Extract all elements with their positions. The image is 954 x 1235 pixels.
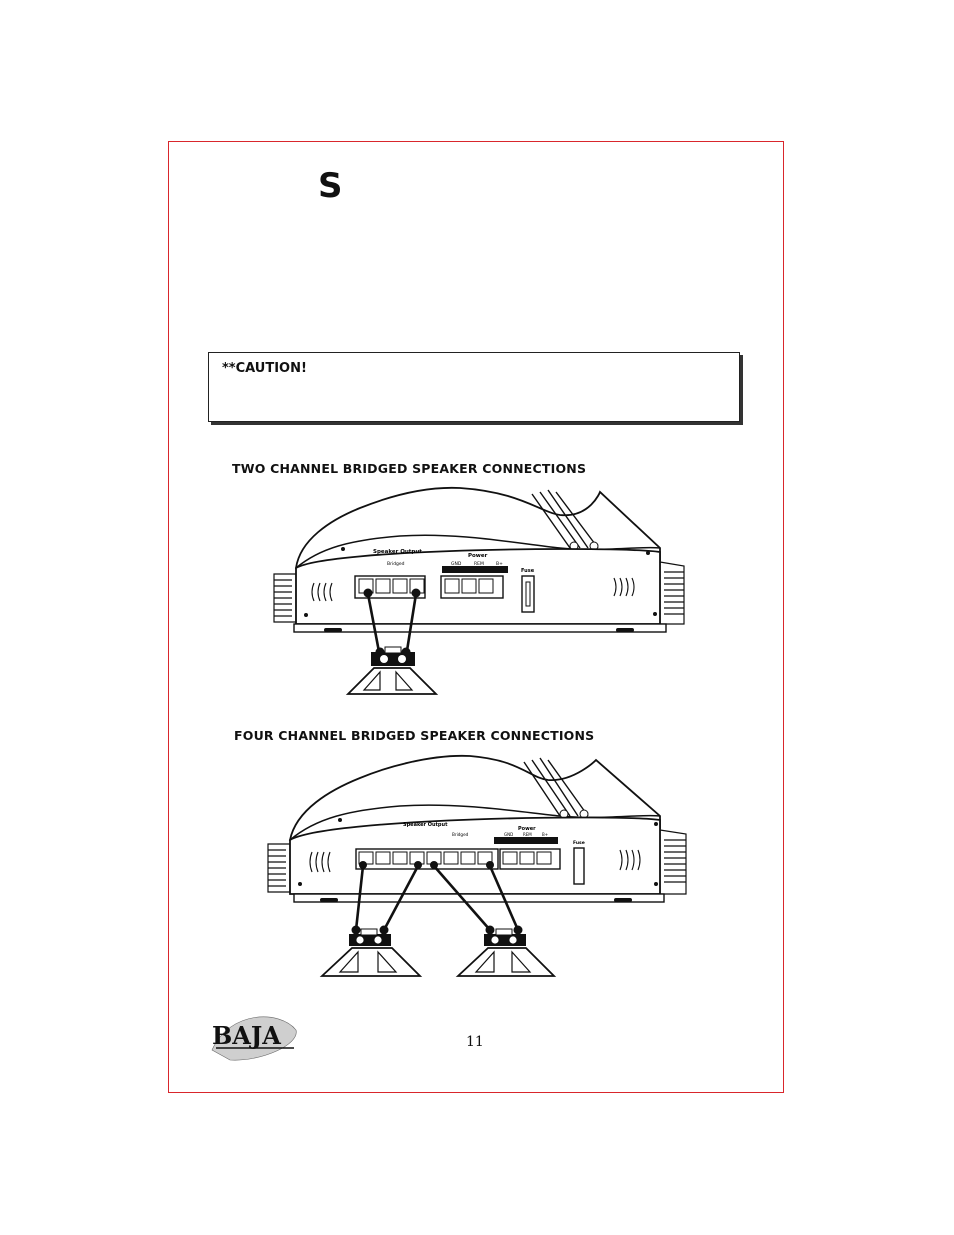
two-channel-heading: TWO CHANNEL BRIDGED SPEAKER CONNECTIONS [232, 461, 587, 476]
section-heading-letter: S [318, 166, 343, 206]
page-border [168, 141, 784, 1093]
fuse-label-2: Fuse [573, 840, 585, 846]
gnd-label: GND [451, 561, 462, 567]
bplus-label: B+ [496, 561, 503, 567]
speaker-output-label-2: Speaker Output [403, 822, 448, 828]
baja-logo: BAJA [211, 1016, 297, 1061]
power-label-2: Power [518, 826, 536, 832]
power-label: Power [468, 553, 488, 559]
amplifier-diagram-2: Speaker Output Bridged Power GND REM B+ … [267, 754, 687, 977]
fuse-label: Fuse [521, 568, 535, 574]
four-channel-heading: FOUR CHANNEL BRIDGED SPEAKER CONNECTIONS [234, 728, 595, 743]
caution-label: **CAUTION! [222, 361, 307, 376]
page-number: 11 [466, 1034, 484, 1050]
amplifier-diagram-1: Speaker Output Bridged Power GND REM B+ … [273, 486, 685, 695]
logo-text: BAJA [212, 1021, 281, 1050]
speaker-output-label: Speaker Output [373, 549, 422, 555]
rem-label-2: REM [523, 832, 532, 837]
gnd-label-2: GND [504, 832, 513, 837]
bplus-label-2: B+ [542, 832, 548, 837]
bridged-label: Bridged [387, 561, 405, 567]
caution-box: **CAUTION! [208, 352, 740, 422]
rem-label: REM [474, 561, 484, 567]
bridged-label-2: Bridged [452, 832, 469, 837]
